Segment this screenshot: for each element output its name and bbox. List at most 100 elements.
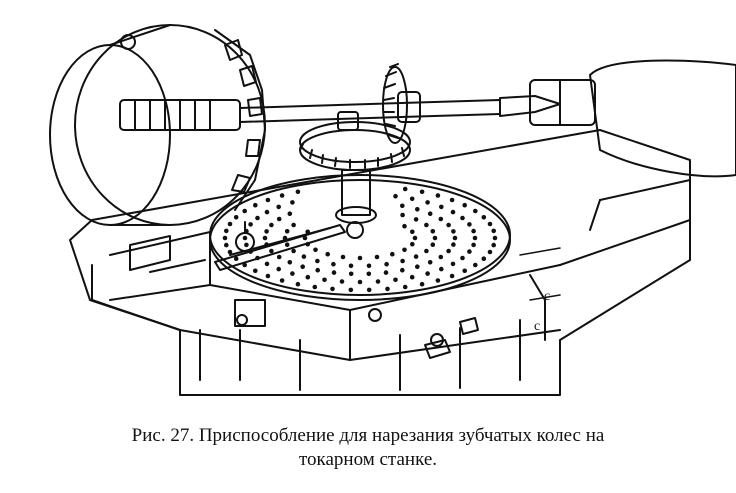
index-hole [491, 228, 497, 234]
index-hole [366, 263, 372, 269]
index-hole [462, 268, 468, 274]
index-hole [248, 222, 253, 227]
index-hole [424, 248, 429, 254]
index-hole [312, 284, 318, 290]
index-hole [471, 242, 476, 248]
index-hole [302, 235, 308, 241]
bed-label-c2: c [534, 319, 540, 334]
index-hole [385, 286, 390, 292]
index-hole [331, 270, 337, 275]
index-hole [287, 211, 293, 216]
index-hole [244, 228, 249, 234]
index-hole [383, 270, 389, 275]
index-hole [410, 229, 415, 235]
index-hole [339, 279, 345, 284]
caption-line-2: токарном станке. [298, 449, 438, 470]
index-hole [472, 235, 478, 241]
index-hole [450, 261, 456, 267]
index-hole [446, 248, 451, 254]
index-hole [262, 235, 268, 241]
index-hole [390, 251, 395, 257]
index-hole [269, 222, 274, 228]
index-hole [413, 217, 419, 222]
index-hole [438, 216, 444, 222]
index-hole [300, 264, 306, 270]
index-hole [357, 279, 363, 285]
index-hole [450, 209, 456, 215]
index-hole [410, 241, 415, 247]
index-hole [279, 278, 285, 283]
index-hole [473, 208, 478, 214]
index-hole [393, 193, 398, 199]
index-hole [265, 197, 271, 203]
index-hole [419, 281, 425, 287]
index-hole [409, 196, 415, 202]
index-hole [315, 258, 320, 264]
index-hole [435, 278, 441, 283]
index-hole [467, 249, 472, 254]
index-hole [224, 228, 229, 234]
index-hole [301, 254, 307, 259]
index-hole [427, 211, 433, 216]
index-hole [400, 258, 405, 264]
index-hole [415, 207, 420, 212]
index-hole [366, 271, 372, 277]
index-hole [276, 254, 282, 260]
index-hole [227, 221, 233, 227]
index-hole [227, 249, 233, 255]
index-hole [348, 271, 354, 277]
tailstock [529, 59, 736, 178]
index-hole [233, 215, 239, 220]
index-hole [325, 251, 331, 257]
index-hole [449, 197, 455, 203]
index-hole [264, 242, 269, 247]
index-hole [279, 193, 285, 198]
index-hole [439, 266, 444, 272]
index-hole [313, 247, 318, 253]
index-hole [473, 262, 478, 268]
index-hole [282, 235, 288, 241]
index-plate [209, 174, 511, 301]
index-hole [430, 229, 436, 234]
index-hole [460, 255, 465, 261]
index-hole [357, 255, 363, 261]
index-hole [331, 261, 336, 267]
index-hole [248, 249, 253, 254]
index-hole [439, 204, 444, 210]
index-hole [253, 202, 258, 208]
arbor-shaft [119, 95, 561, 131]
index-hole [305, 229, 311, 235]
index-hole [244, 242, 249, 248]
index-hole [374, 254, 380, 260]
index-hole [384, 261, 389, 267]
index-hole [284, 242, 290, 247]
index-hole [400, 203, 405, 209]
index-hole [284, 229, 290, 234]
clamp-bar [214, 221, 364, 271]
index-hole [291, 248, 296, 254]
index-hole [402, 186, 408, 192]
index-hole [276, 216, 282, 222]
index-hole [491, 242, 497, 248]
lathe-bed [69, 129, 691, 396]
index-hole [487, 249, 493, 255]
index-hole [449, 273, 455, 279]
index-hole [265, 273, 271, 279]
index-hole [315, 267, 321, 273]
index-hole [427, 260, 433, 265]
index-hole [460, 215, 465, 221]
lathe-gear-cutting-illustration: c c [49, 24, 736, 396]
index-hole [255, 255, 260, 261]
index-hole [224, 242, 229, 248]
index-hole [451, 242, 456, 247]
index-hole [492, 235, 498, 241]
index-hole [435, 193, 441, 198]
index-hole [467, 222, 472, 227]
index-hole [366, 287, 372, 293]
index-hole [425, 200, 430, 205]
index-hole [438, 254, 444, 260]
index-hole [412, 235, 418, 241]
index-hole [295, 189, 301, 195]
index-hole [222, 235, 228, 241]
index-hole [269, 248, 274, 254]
